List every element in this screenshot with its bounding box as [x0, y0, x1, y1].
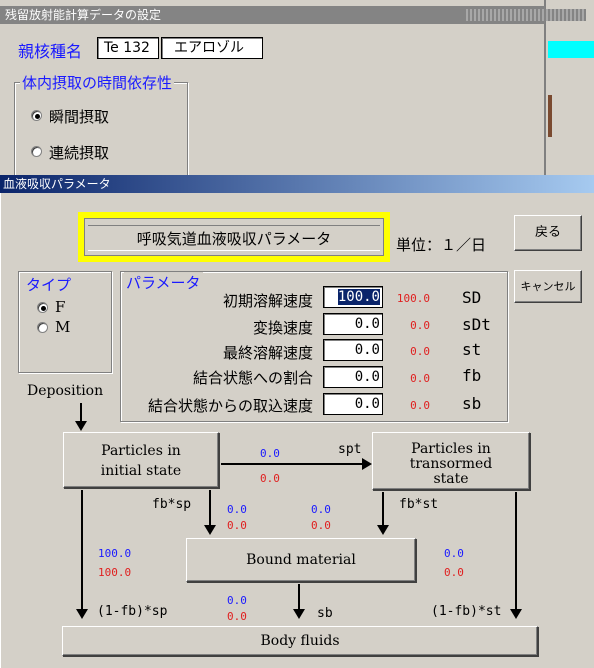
fbst-red-value: 0.0	[311, 519, 331, 532]
back-button[interactable]: 戻る	[514, 215, 582, 251]
body-fluids-box: Body fluids	[62, 626, 538, 656]
deposition-label: Deposition	[27, 383, 104, 399]
param-label-bound-fraction: 結合状態への割合	[192, 369, 313, 387]
param-symbol-sb: sb	[462, 394, 482, 413]
particles-transformed-line3: state	[433, 471, 469, 487]
param-input-transformation[interactable]: 0.0	[323, 313, 383, 335]
particles-transformed-line1: Particles in	[411, 441, 491, 457]
param-label-transformation: 変換速度	[252, 319, 313, 337]
time-dependence-group	[14, 82, 188, 182]
spt-red-value: 0.0	[260, 472, 280, 485]
param-symbol-sdt: sDt	[462, 315, 491, 334]
dialog-title[interactable]: 血液吸収パラメータ	[0, 175, 594, 193]
radio-instant[interactable]	[31, 110, 42, 121]
selected-value: 100.0	[337, 289, 380, 305]
bound-material-box: Bound material	[186, 538, 416, 582]
param-label-bound-uptake: 結合状態からの取込速度	[147, 397, 313, 415]
left-blue-value: 100.0	[98, 547, 132, 560]
fbst-label: fb*st	[399, 497, 439, 512]
background-window-title[interactable]: 残留放射能計算データの設定	[0, 6, 545, 24]
param-input-bound-fraction[interactable]: 0.0	[323, 366, 383, 388]
radio-instant-label: 瞬間摂取	[49, 108, 110, 126]
particles-transformed-line2: transormed	[409, 456, 493, 472]
nuclide-field[interactable]: Te 132	[97, 37, 159, 59]
left-red-value: 100.0	[98, 566, 132, 579]
param-label-initial-dissolution: 初期溶解速度	[222, 292, 313, 310]
param-red-final-dissolution: 0.0	[410, 345, 430, 358]
param-red-bound-fraction: 0.0	[410, 372, 430, 385]
parameter-group-label: パラメータ	[124, 272, 203, 293]
sb-line	[298, 584, 300, 610]
one-minus-fb-st-label: (1-fb)*st	[431, 604, 502, 619]
deposition-line	[80, 403, 82, 423]
fbst-line	[382, 492, 384, 526]
radio-continuous-label: 連続摂取	[49, 144, 110, 162]
param-input-initial-dissolution[interactable]: 100.0	[323, 286, 383, 308]
right-blue-value: 0.0	[444, 547, 464, 560]
right-st-line	[515, 492, 517, 610]
fbst-blue-value: 0.0	[311, 503, 331, 516]
deposition-arrow	[75, 421, 87, 431]
param-label-final-dissolution: 最終溶解速度	[222, 344, 313, 362]
radio-continuous[interactable]	[31, 146, 42, 157]
title-bar-pattern	[466, 9, 586, 21]
background-dark-strip	[548, 95, 552, 137]
type-radio-m[interactable]	[37, 322, 48, 333]
right-st-arrow	[510, 609, 522, 619]
fbsp-red-value: 0.0	[227, 519, 247, 532]
unit-label: 単位：１／日	[396, 236, 487, 254]
particles-transformed-box: Particles in transormed state	[372, 432, 530, 490]
particles-initial-line1: Particles in	[101, 443, 181, 459]
param-input-bound-uptake[interactable]: 0.0	[323, 393, 383, 415]
fbsp-label: fb*sp	[152, 497, 192, 512]
param-red-initial-dissolution: 100.0	[396, 292, 430, 305]
background-right-area	[548, 0, 594, 175]
param-input-final-dissolution[interactable]: 0.0	[323, 339, 383, 361]
param-symbol-st: st	[462, 340, 482, 359]
one-minus-fb-sp-label: (1-fb)*sp	[97, 604, 168, 619]
particles-initial-line2: initial state	[100, 463, 182, 479]
left-sp-line	[81, 490, 83, 610]
spt-line	[221, 463, 363, 465]
param-red-bound-uptake: 0.0	[410, 399, 430, 412]
spt-blue-value: 0.0	[260, 447, 280, 460]
type-group	[18, 271, 112, 373]
param-symbol-fb: fb	[462, 366, 482, 385]
sb-red-value: 0.0	[227, 610, 247, 623]
particles-initial-box: Particles in initial state	[63, 432, 219, 488]
fbsp-line	[209, 490, 211, 526]
background-cyan-bar	[548, 41, 594, 58]
header-title: 呼吸気道血液吸収パラメータ	[88, 225, 380, 251]
right-red-value: 0.0	[444, 566, 464, 579]
sb-label: sb	[317, 606, 333, 621]
cancel-button[interactable]: キャンセル	[514, 270, 582, 303]
nuclide-label: 親核種名	[18, 42, 83, 61]
sb-blue-value: 0.0	[227, 594, 247, 607]
fbst-arrow	[377, 525, 389, 535]
param-red-transformation: 0.0	[410, 319, 430, 332]
parameter-group	[120, 271, 508, 422]
fbsp-arrow	[204, 525, 216, 535]
fbsp-blue-value: 0.0	[227, 503, 247, 516]
type-radio-f[interactable]	[37, 302, 48, 313]
left-sp-arrow	[76, 609, 88, 619]
sb-arrow	[293, 609, 305, 619]
spt-label: spt	[338, 442, 362, 457]
type-radio-f-label: F	[55, 298, 66, 316]
type-radio-m-label: M	[55, 318, 71, 336]
type-group-label: タイプ	[24, 274, 74, 295]
form-field[interactable]: エアロゾル	[161, 37, 263, 59]
time-dependence-label: 体内摂取の時間依存性	[20, 72, 175, 93]
spt-arrow	[362, 458, 372, 470]
param-symbol-sd: SD	[462, 288, 482, 307]
